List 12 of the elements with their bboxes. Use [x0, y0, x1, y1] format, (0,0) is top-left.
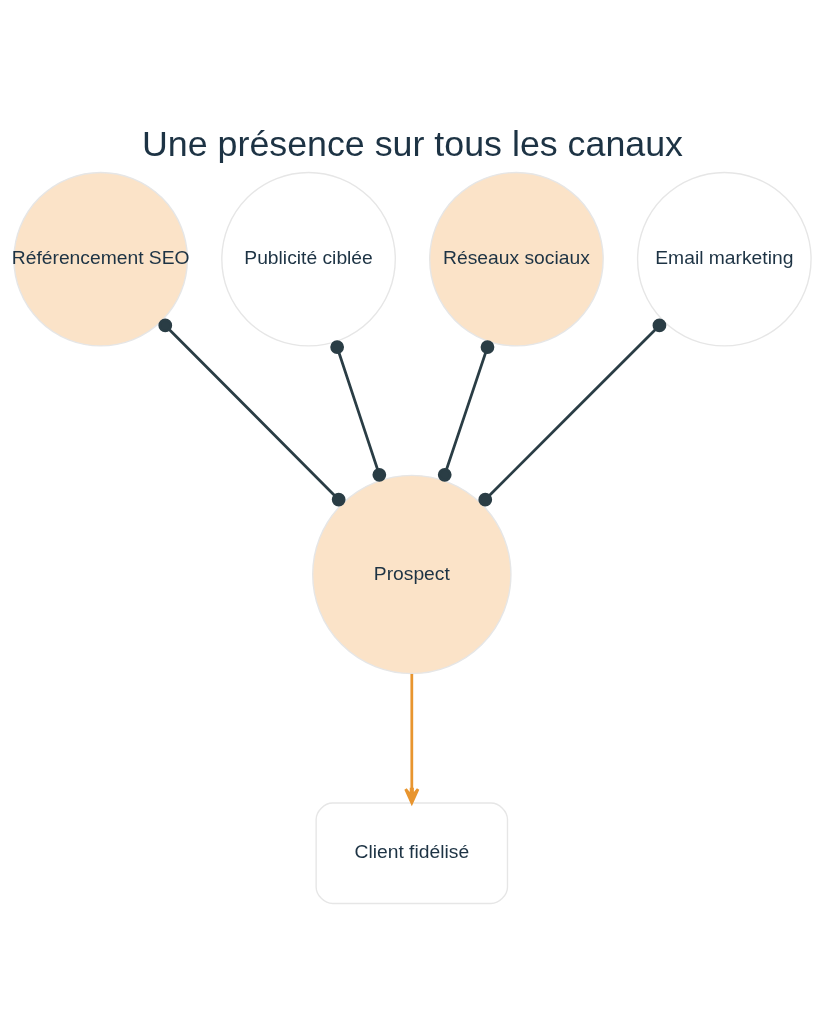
node-circle: Publicité ciblée	[221, 171, 396, 347]
connector	[478, 318, 667, 506]
connector	[330, 339, 387, 482]
connector	[437, 339, 495, 482]
arrow	[404, 673, 420, 804]
node-circle: Réseaux sociaux	[429, 171, 604, 347]
connector	[158, 318, 346, 506]
diagram-title: Une présence sur tous les canaux	[142, 123, 683, 164]
node-circle: Email marketing	[636, 171, 812, 347]
node-circle: Prospect	[312, 474, 512, 674]
node-box: Client fidélisé	[315, 801, 509, 904]
node-circle: Référencement SEO	[13, 171, 189, 347]
